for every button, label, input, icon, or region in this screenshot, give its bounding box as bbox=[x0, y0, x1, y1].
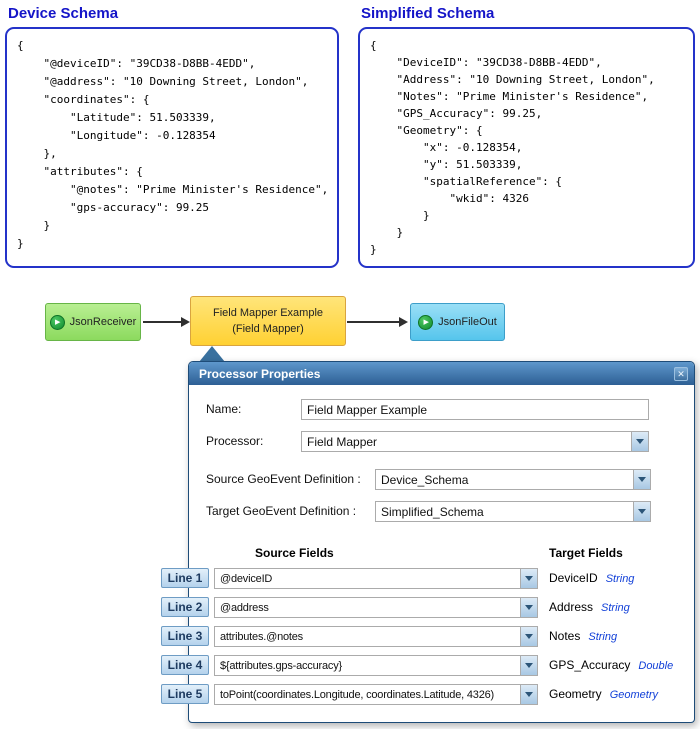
simplified-schema-title: Simplified Schema bbox=[361, 5, 495, 22]
chevron-down-icon[interactable] bbox=[520, 598, 537, 617]
dialog-titlebar[interactable]: Processor Properties ✕ bbox=[189, 362, 694, 385]
line-4-callout: Line 4 bbox=[161, 655, 209, 675]
chevron-down-icon[interactable] bbox=[520, 569, 537, 588]
target-field-5-name: Geometry bbox=[549, 687, 602, 701]
target-definition-select-value: Simplified_Schema bbox=[381, 504, 484, 519]
chevron-down-icon[interactable] bbox=[631, 432, 648, 451]
chevron-down-icon[interactable] bbox=[520, 656, 537, 675]
chevron-down-icon[interactable] bbox=[633, 502, 650, 521]
source-field-select-4[interactable]: ${attributes.gps-accuracy} bbox=[214, 655, 538, 676]
target-field-3-type: String bbox=[588, 631, 618, 643]
target-field-3: Notes String bbox=[549, 629, 617, 643]
chevron-down-icon[interactable] bbox=[520, 685, 537, 704]
source-field-select-5[interactable]: toPoint(coordinates.Longitude, coordinat… bbox=[214, 684, 538, 705]
flow-arrow bbox=[347, 317, 408, 327]
target-field-5-type: Geometry bbox=[609, 689, 658, 701]
dialog-pointer bbox=[199, 346, 225, 362]
arrow-shaft bbox=[143, 321, 181, 323]
device-schema-title: Device Schema bbox=[8, 5, 119, 22]
mapping-row: Line 1 @deviceID DeviceID String bbox=[161, 568, 694, 589]
target-field-4: GPS_Accuracy Double bbox=[549, 658, 673, 672]
arrow-shaft bbox=[347, 321, 399, 323]
source-field-select-5-value: toPoint(coordinates.Longitude, coordinat… bbox=[220, 688, 494, 701]
json-receiver-label: JsonReceiver bbox=[69, 316, 137, 328]
source-definition-select[interactable]: Device_Schema bbox=[375, 469, 651, 490]
close-icon[interactable]: ✕ bbox=[674, 366, 688, 381]
target-field-4-type: Double bbox=[638, 660, 674, 672]
mapping-row: Line 4 ${attributes.gps-accuracy} GPS_Ac… bbox=[161, 655, 694, 676]
name-label: Name: bbox=[206, 402, 242, 416]
field-mapper-node[interactable]: Field Mapper Example (Field Mapper) bbox=[190, 296, 346, 346]
arrow-head-icon bbox=[399, 317, 408, 327]
source-definition-label: Source GeoEvent Definition : bbox=[206, 472, 361, 486]
arrow-head-icon bbox=[181, 317, 190, 327]
json-receiver-node[interactable]: ▶ JsonReceiver bbox=[45, 303, 141, 341]
line-1-callout: Line 1 bbox=[161, 568, 209, 588]
processor-select-value: Field Mapper bbox=[307, 434, 378, 449]
chevron-down-icon[interactable] bbox=[633, 470, 650, 489]
field-mapper-node-subtitle: (Field Mapper) bbox=[232, 323, 304, 335]
name-input[interactable] bbox=[301, 399, 649, 420]
target-definition-label: Target GeoEvent Definition : bbox=[206, 504, 357, 518]
mapping-row: Line 2 @address Address String bbox=[161, 597, 694, 618]
target-fields-header: Target Fields bbox=[549, 546, 623, 560]
play-icon: ▶ bbox=[49, 314, 65, 330]
dialog-title: Processor Properties bbox=[199, 366, 321, 381]
field-mapper-node-title: Field Mapper Example bbox=[212, 307, 324, 319]
chevron-down-icon[interactable] bbox=[520, 627, 537, 646]
target-field-1-name: DeviceID bbox=[549, 571, 598, 585]
processor-select[interactable]: Field Mapper bbox=[301, 431, 649, 452]
source-definition-select-value: Device_Schema bbox=[381, 472, 469, 487]
device-schema-json: { "@deviceID": "39CD38-D8BB-4EDD", "@add… bbox=[5, 27, 339, 268]
simplified-schema-json: { "DeviceID": "39CD38-D8BB-4EDD", "Addre… bbox=[358, 27, 695, 268]
target-field-3-name: Notes bbox=[549, 629, 581, 643]
source-field-select-2-value: @address bbox=[220, 601, 269, 614]
mapping-row: Line 3 attributes.@notes Notes String bbox=[161, 626, 694, 647]
source-field-select-3-value: attributes.@notes bbox=[220, 630, 303, 643]
source-field-select-1-value: @deviceID bbox=[220, 572, 273, 585]
target-field-1: DeviceID String bbox=[549, 571, 634, 585]
json-fileout-node[interactable]: ▶ JsonFileOut bbox=[410, 303, 505, 341]
processor-properties-dialog: Processor Properties ✕ Name: Processor: … bbox=[161, 361, 695, 724]
line-5-callout: Line 5 bbox=[161, 684, 209, 704]
processor-label: Processor: bbox=[206, 434, 264, 448]
source-field-select-3[interactable]: attributes.@notes bbox=[214, 626, 538, 647]
target-field-2-name: Address bbox=[549, 600, 594, 614]
source-field-select-4-value: ${attributes.gps-accuracy} bbox=[220, 659, 342, 672]
target-field-4-name: GPS_Accuracy bbox=[549, 658, 631, 672]
json-fileout-label: JsonFileOut bbox=[438, 316, 497, 328]
dialog-body: Name: Processor: Field Mapper Source Geo… bbox=[161, 385, 694, 724]
target-definition-select[interactable]: Simplified_Schema bbox=[375, 501, 651, 522]
line-2-callout: Line 2 bbox=[161, 597, 209, 617]
play-icon: ▶ bbox=[418, 314, 434, 330]
flow-arrow bbox=[143, 317, 190, 327]
line-3-callout: Line 3 bbox=[161, 626, 209, 646]
source-field-select-1[interactable]: @deviceID bbox=[214, 568, 538, 589]
source-field-select-2[interactable]: @address bbox=[214, 597, 538, 618]
source-fields-header: Source Fields bbox=[255, 546, 334, 560]
target-field-1-type: String bbox=[605, 573, 635, 585]
target-field-2: Address String bbox=[549, 600, 630, 614]
target-field-2-type: String bbox=[601, 602, 630, 614]
target-field-5: Geometry Geometry bbox=[549, 687, 658, 701]
mapping-row: Line 5 toPoint(coordinates.Longitude, co… bbox=[161, 684, 694, 705]
